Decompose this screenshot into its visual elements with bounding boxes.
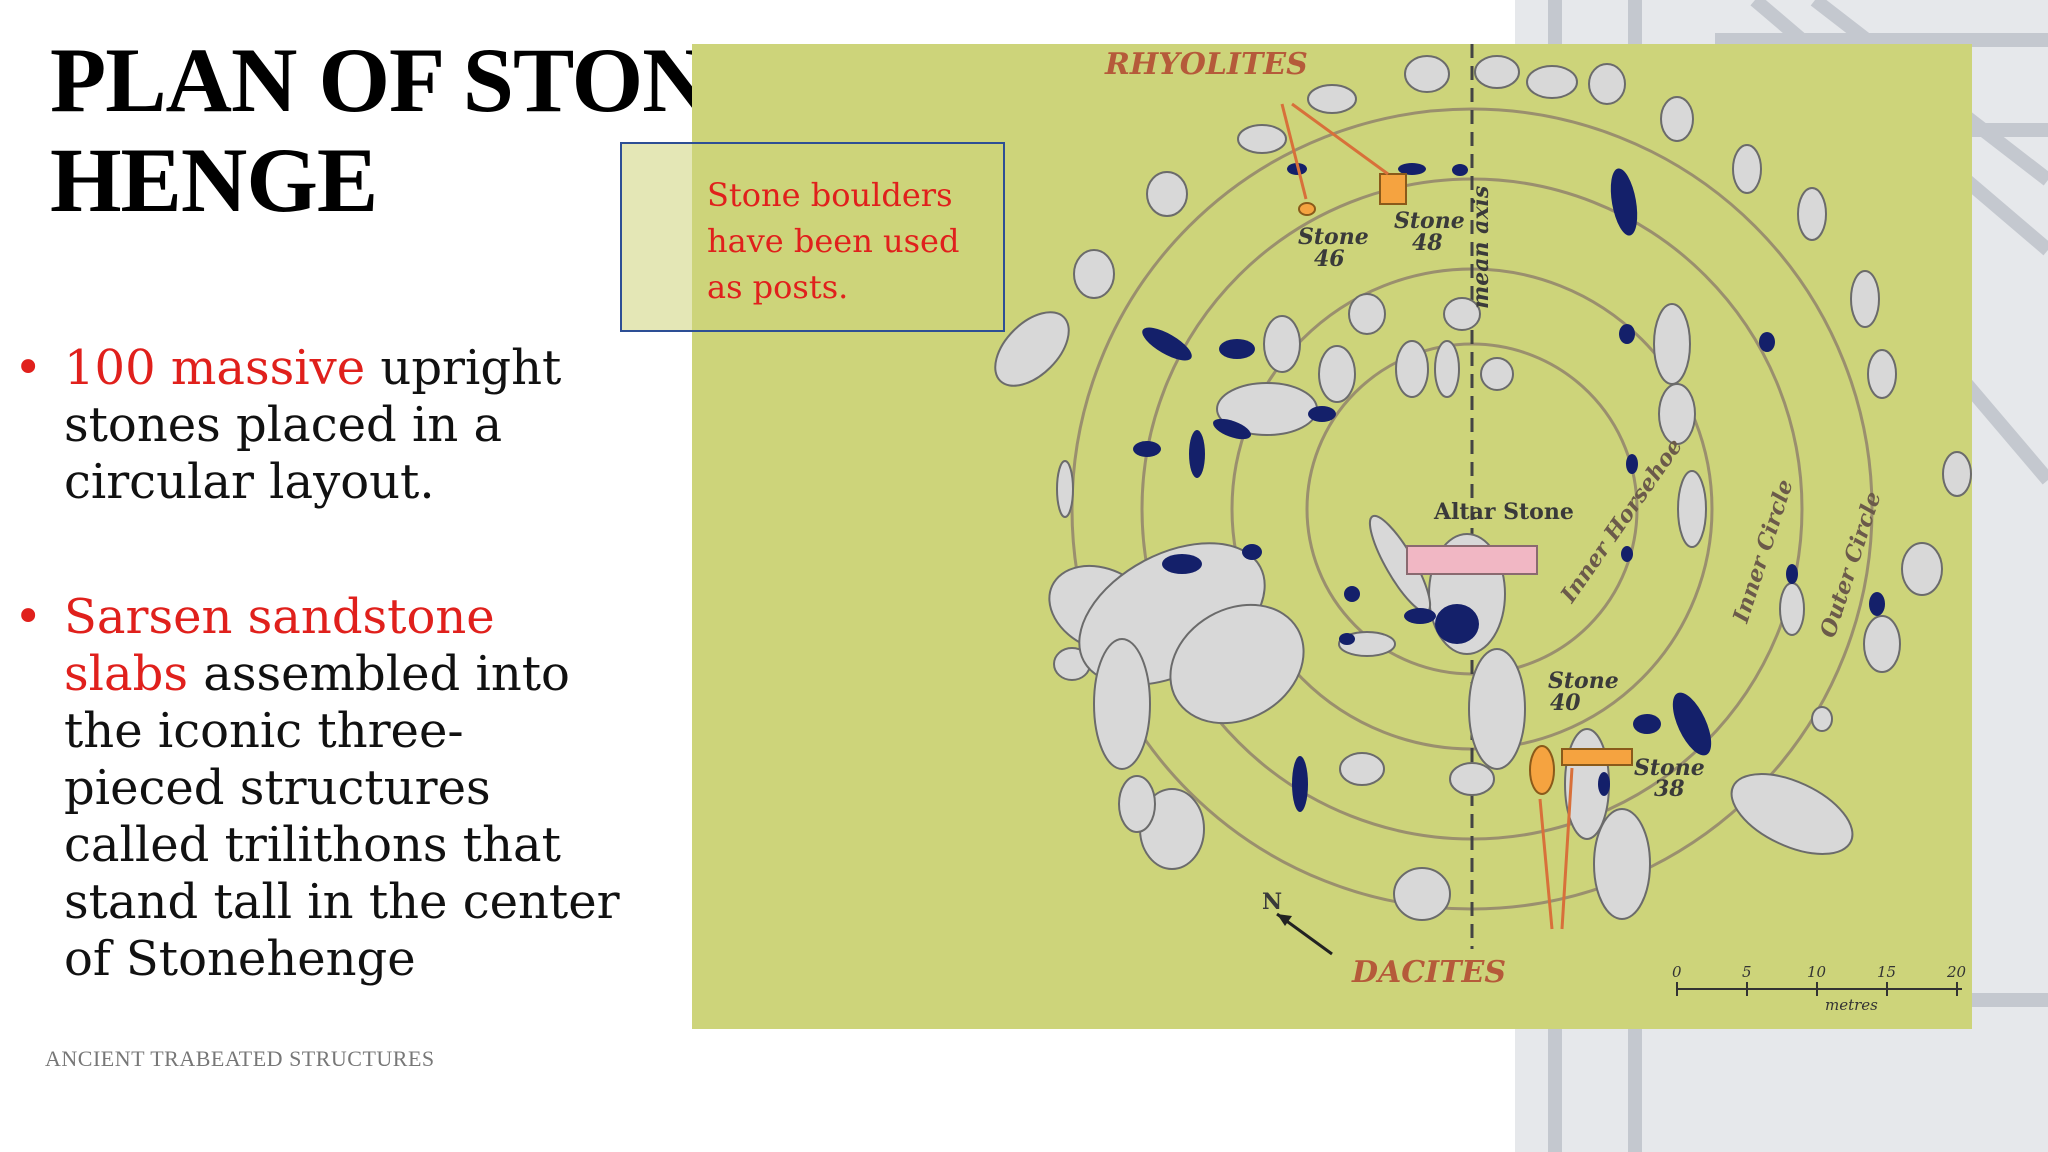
scale-tick-15: 15 <box>1877 963 1896 981</box>
callout-text: Stone boulders have been used as posts. <box>707 176 960 306</box>
bullet-text: of Stonehenge <box>64 931 416 987</box>
stone40-label-a: Stone <box>1548 668 1619 694</box>
title-line-1: PLAN OF STONE <box>50 29 769 131</box>
altar-stone <box>1406 545 1538 575</box>
bluestones <box>1133 163 1885 812</box>
stone48-label-b: 48 <box>1412 230 1443 256</box>
bullet-highlight: slabs <box>64 646 188 702</box>
mean-axis-label: mean axis <box>1468 186 1494 309</box>
bullet-text: the iconic three- <box>64 703 464 759</box>
bullet-item: • Sarsen sandstone slabs assembled into … <box>14 589 654 988</box>
scale-tick-0: 0 <box>1672 963 1682 981</box>
north-arrow-head <box>1277 914 1292 926</box>
scale-tick-10: 10 <box>1807 963 1827 981</box>
callout-box: Stone boulders have been used as posts. <box>620 142 1005 332</box>
north-label: N <box>1262 889 1282 915</box>
title-line-2: HENGE <box>50 129 378 231</box>
stone48-label-a: Stone <box>1394 208 1465 234</box>
stone40-label-b: 40 <box>1550 690 1581 716</box>
inner-ring <box>1305 342 1639 676</box>
bullet-text: stones placed in a <box>64 397 503 453</box>
bullet-list: • 100 massive upright stones placed in a… <box>14 340 654 1038</box>
stone38-label-a: Stone <box>1634 755 1705 781</box>
bullet-text: upright <box>365 340 562 396</box>
annotation-arrows <box>1280 102 1574 930</box>
stone38-label-b: 38 <box>1654 776 1685 802</box>
footer-label: ANCIENT TRABEATED STRUCTURES <box>45 1046 435 1071</box>
page-title: PLAN OF STONE HENGE <box>50 29 769 231</box>
bullet-highlight: 100 massive <box>64 340 366 396</box>
altar-stone-label: Altar Stone <box>1433 499 1574 525</box>
stone46-label-b: 46 <box>1314 246 1345 272</box>
bullet-dot: • <box>14 589 43 645</box>
bullet-dot: • <box>14 340 43 396</box>
scale-bar: 0 5 10 15 20 metres <box>1672 963 1967 1014</box>
bullet-text: assembled into <box>187 646 570 702</box>
bullet-item: • 100 massive upright stones placed in a… <box>14 340 654 511</box>
stone46-label-a: Stone <box>1298 224 1369 250</box>
outer-sarsen-stones <box>994 55 1972 921</box>
scale-tick-20: 20 <box>1946 963 1967 981</box>
scale-unit: metres <box>1825 996 1878 1014</box>
bullet-text: called trilithons that <box>64 817 561 873</box>
trilithon-slabs <box>1078 293 1805 840</box>
bullet-highlight: Sarsen sandstone <box>64 589 495 645</box>
highlighted-stones <box>1298 173 1633 795</box>
scale-tick-5: 5 <box>1742 963 1752 981</box>
bullet-text: pieced structures <box>64 760 491 816</box>
dacites-label: DACITES <box>1351 955 1506 990</box>
rhyolites-label: RHYOLITES <box>1104 47 1308 82</box>
bullet-text: circular layout. <box>64 454 435 510</box>
bullet-text: stand tall in the center <box>64 874 620 930</box>
